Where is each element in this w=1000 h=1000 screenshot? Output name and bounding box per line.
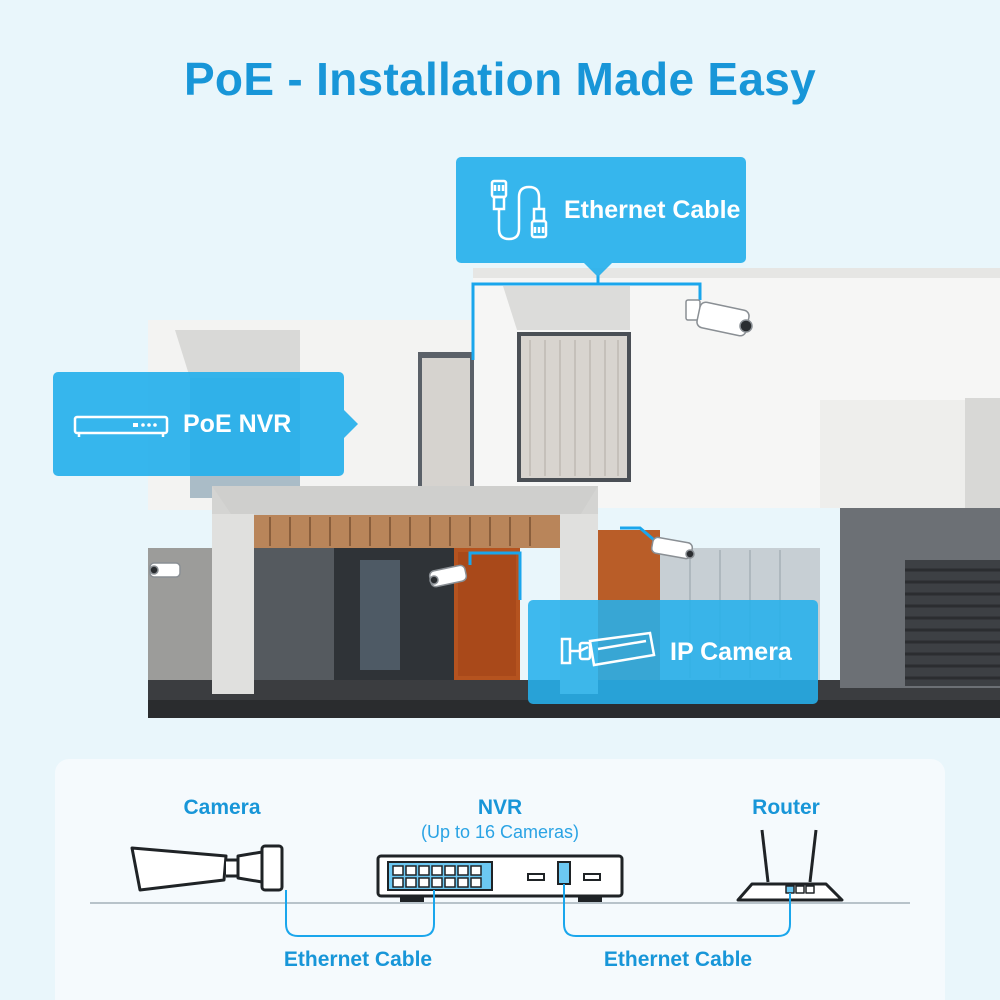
nvr-icon [73,415,169,437]
diagram-cable-label-left: Ethernet Cable [283,948,433,971]
ip-camera-label: IP Camera [670,637,792,666]
diagram-router-icon [736,829,844,902]
callout-pointer [344,410,358,438]
diagram-camera-label: Camera [183,796,261,819]
camera-mount-upper [685,299,753,337]
diagram-camera-icon [130,844,284,892]
diagram-nvr-label: NVR [477,796,523,819]
callout-pointer [584,263,612,277]
diagram-nvr-icon [376,854,624,902]
ethernet-cable-label: Ethernet Cable [564,195,741,224]
bullet-camera-icon [560,631,656,667]
page-title: PoE - Installation Made Easy [183,53,817,105]
ethernet-cable-callout: Ethernet Cable [456,157,746,277]
ip-camera-callout: IP Camera [528,600,818,704]
ethernet-cable-icon [490,179,548,241]
poe-nvr-callout: PoE NVR [53,372,358,476]
diagram-cable-label-right: Ethernet Cable [603,948,753,971]
poe-nvr-label: PoE NVR [183,409,292,438]
diagram-router-label: Router [752,796,820,819]
diagram-nvr-subtitle: (Up to 16 Cameras) [420,822,580,842]
